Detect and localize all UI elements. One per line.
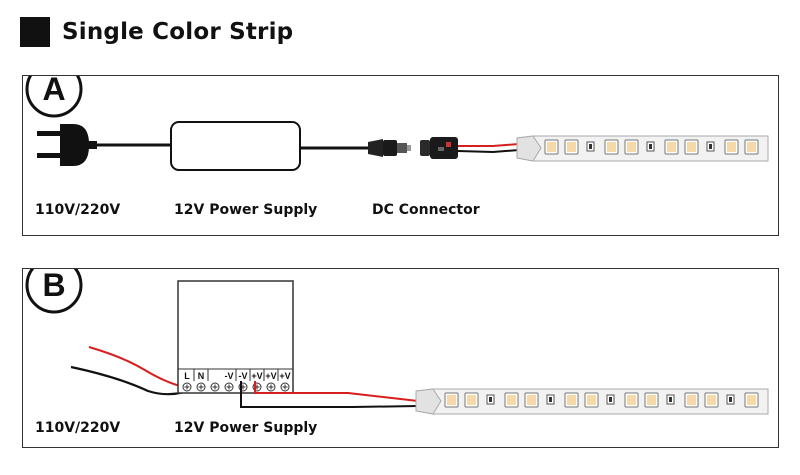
dc-female-connector-icon	[420, 137, 458, 159]
led-strip-b	[415, 388, 769, 415]
power-supply-label-b: 12V Power Supply	[174, 420, 318, 436]
terminal-label: -V	[225, 371, 234, 381]
led-strip-a	[516, 135, 769, 162]
strip-b-led-core	[467, 395, 476, 405]
strip-a-resistor-mark	[709, 144, 712, 149]
strip-b-led-core	[707, 395, 716, 405]
strip-a-resistor-mark	[589, 144, 592, 149]
terminal-label: N	[198, 371, 205, 381]
panel-a: A	[22, 75, 779, 236]
strip-b-resistor-mark	[489, 397, 492, 402]
strip-b-led-core	[587, 395, 596, 405]
power-supply-label-a: 12V Power Supply	[174, 202, 318, 218]
panel-a-diagram: A	[25, 76, 769, 171]
output-black-wire	[240, 381, 419, 408]
strip-a-led-core	[747, 142, 756, 152]
strip-b-led-core	[747, 395, 756, 405]
strip-b-led-core	[567, 395, 576, 405]
heading-square-icon	[20, 17, 50, 47]
strip-b-led-core	[507, 395, 516, 405]
strip-a-led-core	[567, 142, 576, 152]
dc-male-jack-icon	[368, 139, 411, 157]
panel-a-badge: A	[25, 76, 83, 118]
terminal-label: +V	[251, 371, 262, 381]
svg-text:B: B	[42, 269, 65, 303]
strip-a-led-core	[627, 142, 636, 152]
strip-b-led-core	[647, 395, 656, 405]
strip-b-resistor-mark	[729, 397, 732, 402]
strip-a-led-core	[667, 142, 676, 152]
strip-b-led-core	[687, 395, 696, 405]
strip-a-led-core	[687, 142, 696, 152]
strip-b-led-core	[527, 395, 536, 405]
strip-a-led-core	[547, 142, 556, 152]
power-supply-box	[170, 121, 301, 171]
strip-a-led-core	[727, 142, 736, 152]
mains-red-wire	[88, 346, 186, 388]
connector-black-wire	[457, 149, 520, 154]
svg-text:A: A	[42, 76, 65, 107]
mains-label-a: 110V/220V	[35, 202, 121, 218]
connector-red-wire	[458, 143, 520, 147]
terminal-label: +V	[265, 371, 276, 381]
strip-b-led-core	[447, 395, 456, 405]
power-plug-icon	[37, 124, 97, 166]
strip-b-resistor-mark	[549, 397, 552, 402]
strip-a-resistor-mark	[649, 144, 652, 149]
page-title: Single Color Strip	[62, 19, 294, 45]
terminal-label: +V	[279, 371, 290, 381]
strip-b-resistor-mark	[609, 397, 612, 402]
dc-connector-label: DC Connector	[372, 202, 480, 218]
strip-b-led-core	[627, 395, 636, 405]
panel-b-badge: B	[25, 269, 83, 314]
strip-a-led-core	[607, 142, 616, 152]
terminal-label: L	[184, 371, 190, 381]
strip-b-resistor-mark	[669, 397, 672, 402]
mains-label-b: 110V/220V	[35, 420, 121, 436]
section-heading: Single Color Strip	[20, 15, 293, 49]
terminal-label: -V	[239, 371, 248, 381]
output-red-wire	[254, 381, 419, 402]
